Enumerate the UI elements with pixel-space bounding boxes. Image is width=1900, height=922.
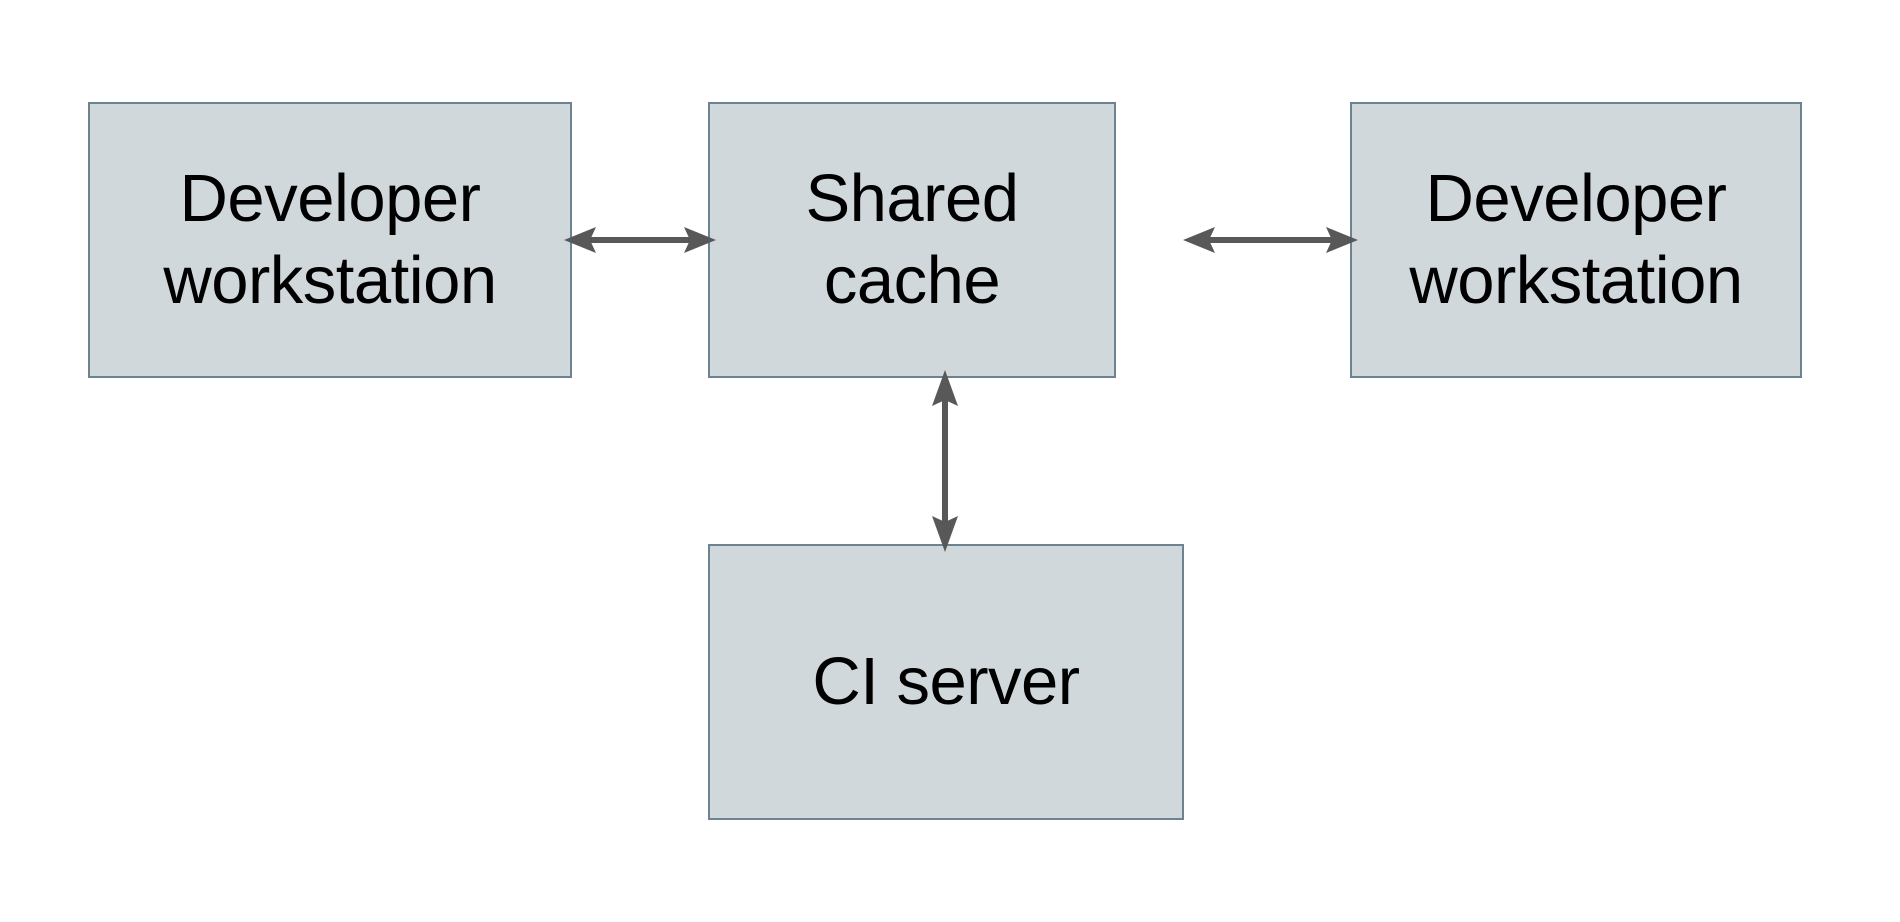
node-developer-workstation-right[interactable]: Developer workstation: [1350, 102, 1802, 378]
node-label: Shared cache: [805, 161, 1019, 318]
node-label: Developer workstation: [163, 161, 497, 318]
node-label: CI server: [812, 644, 1080, 720]
double-arrow-icon: [564, 227, 716, 253]
edge-shared-cache-to-ci-server: [932, 370, 958, 552]
edge-shared-cache-to-developer-right: [1183, 227, 1358, 253]
double-arrow-icon: [932, 370, 958, 552]
node-ci-server[interactable]: CI server: [708, 544, 1184, 820]
node-developer-workstation-left[interactable]: Developer workstation: [88, 102, 572, 378]
node-shared-cache[interactable]: Shared cache: [708, 102, 1116, 378]
node-label: Developer workstation: [1409, 161, 1743, 318]
double-arrow-icon: [1183, 227, 1358, 253]
edge-developer-left-to-shared-cache: [564, 227, 716, 253]
